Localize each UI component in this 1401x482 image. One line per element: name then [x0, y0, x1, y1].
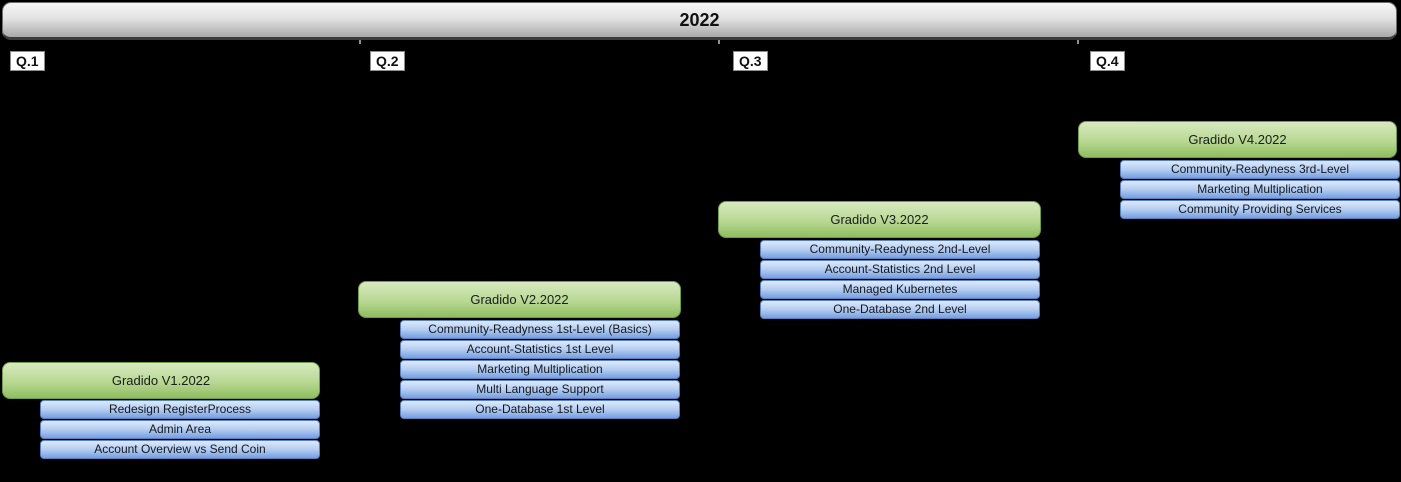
feature-item: Community-Readyness 1st-Level (Basics) — [400, 320, 680, 339]
feature-item: Community Providing Services — [1120, 200, 1400, 219]
release-features-v2: Community-Readyness 1st-Level (Basics)Ac… — [400, 320, 680, 420]
quarter-boundary-tick — [718, 40, 720, 44]
feature-item: Multi Language Support — [400, 380, 680, 399]
feature-item: Account Overview vs Send Coin — [40, 440, 320, 459]
feature-item: One-Database 2nd Level — [760, 300, 1040, 319]
feature-item: Account-Statistics 2nd Level — [760, 260, 1040, 279]
feature-item: One-Database 1st Level — [400, 400, 680, 419]
quarter-label-q1: Q.1 — [10, 51, 45, 71]
feature-item: Admin Area — [40, 420, 320, 439]
feature-item: Community-Readyness 2nd-Level — [760, 240, 1040, 259]
feature-item: Marketing Multiplication — [1120, 180, 1400, 199]
release-title-v4: Gradido V4.2022 — [1078, 121, 1397, 158]
feature-item: Account-Statistics 1st Level — [400, 340, 680, 359]
release-title-v3: Gradido V3.2022 — [718, 201, 1041, 238]
quarter-label-q4: Q.4 — [1090, 51, 1125, 71]
feature-item: Managed Kubernetes — [760, 280, 1040, 299]
year-header: 2022 — [2, 2, 1397, 40]
quarter-boundary-tick — [1077, 40, 1079, 44]
quarter-boundary-tick — [359, 40, 361, 44]
release-title-v2: Gradido V2.2022 — [358, 281, 681, 318]
feature-item: Redesign RegisterProcess — [40, 400, 320, 419]
quarter-label-q3: Q.3 — [733, 51, 768, 71]
quarter-label-q2: Q.2 — [370, 51, 405, 71]
release-title-v1: Gradido V1.2022 — [2, 362, 320, 399]
feature-item: Community-Readyness 3rd-Level — [1120, 160, 1400, 179]
feature-item: Marketing Multiplication — [400, 360, 680, 379]
